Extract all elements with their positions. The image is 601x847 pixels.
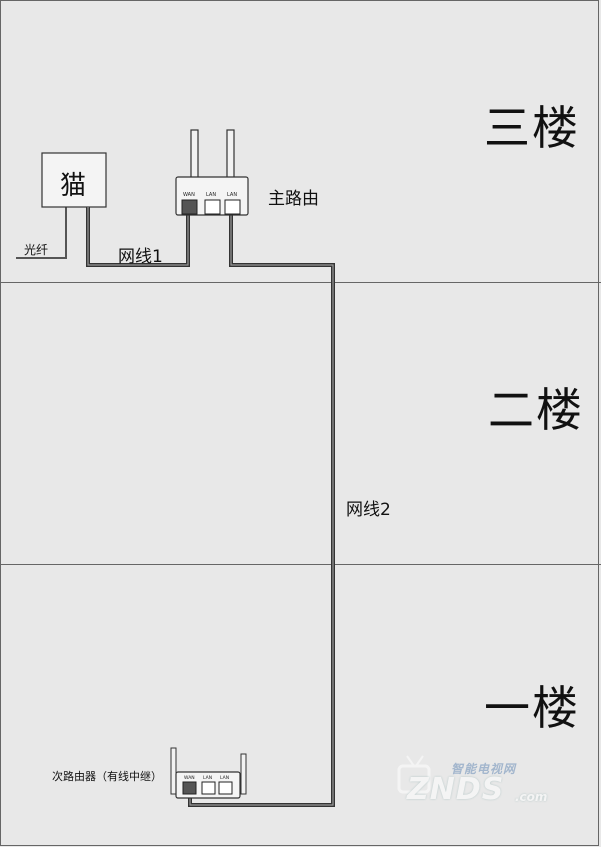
main-router-wan-port (181, 199, 198, 215)
main-router-lan1-label: LAN (206, 192, 216, 198)
floor-divider-2-1 (0, 564, 601, 565)
main-router-label: 主路由 (268, 189, 319, 209)
znds-watermark: 智能电视网 ZNDS .com (395, 752, 565, 812)
modem-box (41, 152, 107, 208)
floor-label-first: 一楼 (484, 681, 580, 735)
secondary-router-antenna-right (240, 753, 247, 795)
floor-divider-3-2 (0, 282, 601, 283)
watermark-cn-text: 智能电视网 (451, 762, 517, 776)
main-router-antenna-left (190, 129, 199, 179)
watermark-en-text: ZNDS (407, 772, 505, 807)
modem-label: 猫 (60, 171, 87, 201)
cable1-label: 网线1 (118, 247, 163, 267)
tv-logo-icon (397, 755, 431, 794)
main-router-antenna-right (226, 129, 235, 179)
main-router-lan-port-2 (224, 199, 241, 215)
cable2-label: 网线2 (346, 500, 391, 520)
secondary-router-lan-port-2 (218, 781, 233, 795)
main-router-wan-label: WAN (183, 192, 195, 198)
fiber-line (16, 207, 67, 259)
main-router-lan-port-1 (204, 199, 221, 215)
fiber-label: 光纤 (24, 243, 49, 257)
floor-label-second: 二楼 (488, 383, 584, 437)
secondary-router-lan2-label: LAN (220, 775, 229, 781)
secondary-router-lan-port-1 (201, 781, 216, 795)
watermark-suffix-text: .com (515, 790, 548, 804)
secondary-router-antenna-left (170, 747, 177, 795)
floor-label-third: 三楼 (484, 101, 580, 155)
secondary-router-wan-label: WAN (184, 775, 195, 781)
secondary-router-wan-port (182, 781, 197, 795)
cable2-line (188, 212, 335, 807)
secondary-router-label: 次路由器（有线中继） (52, 770, 162, 783)
main-router-lan2-label: LAN (227, 192, 237, 198)
secondary-router-lan1-label: LAN (203, 775, 212, 781)
